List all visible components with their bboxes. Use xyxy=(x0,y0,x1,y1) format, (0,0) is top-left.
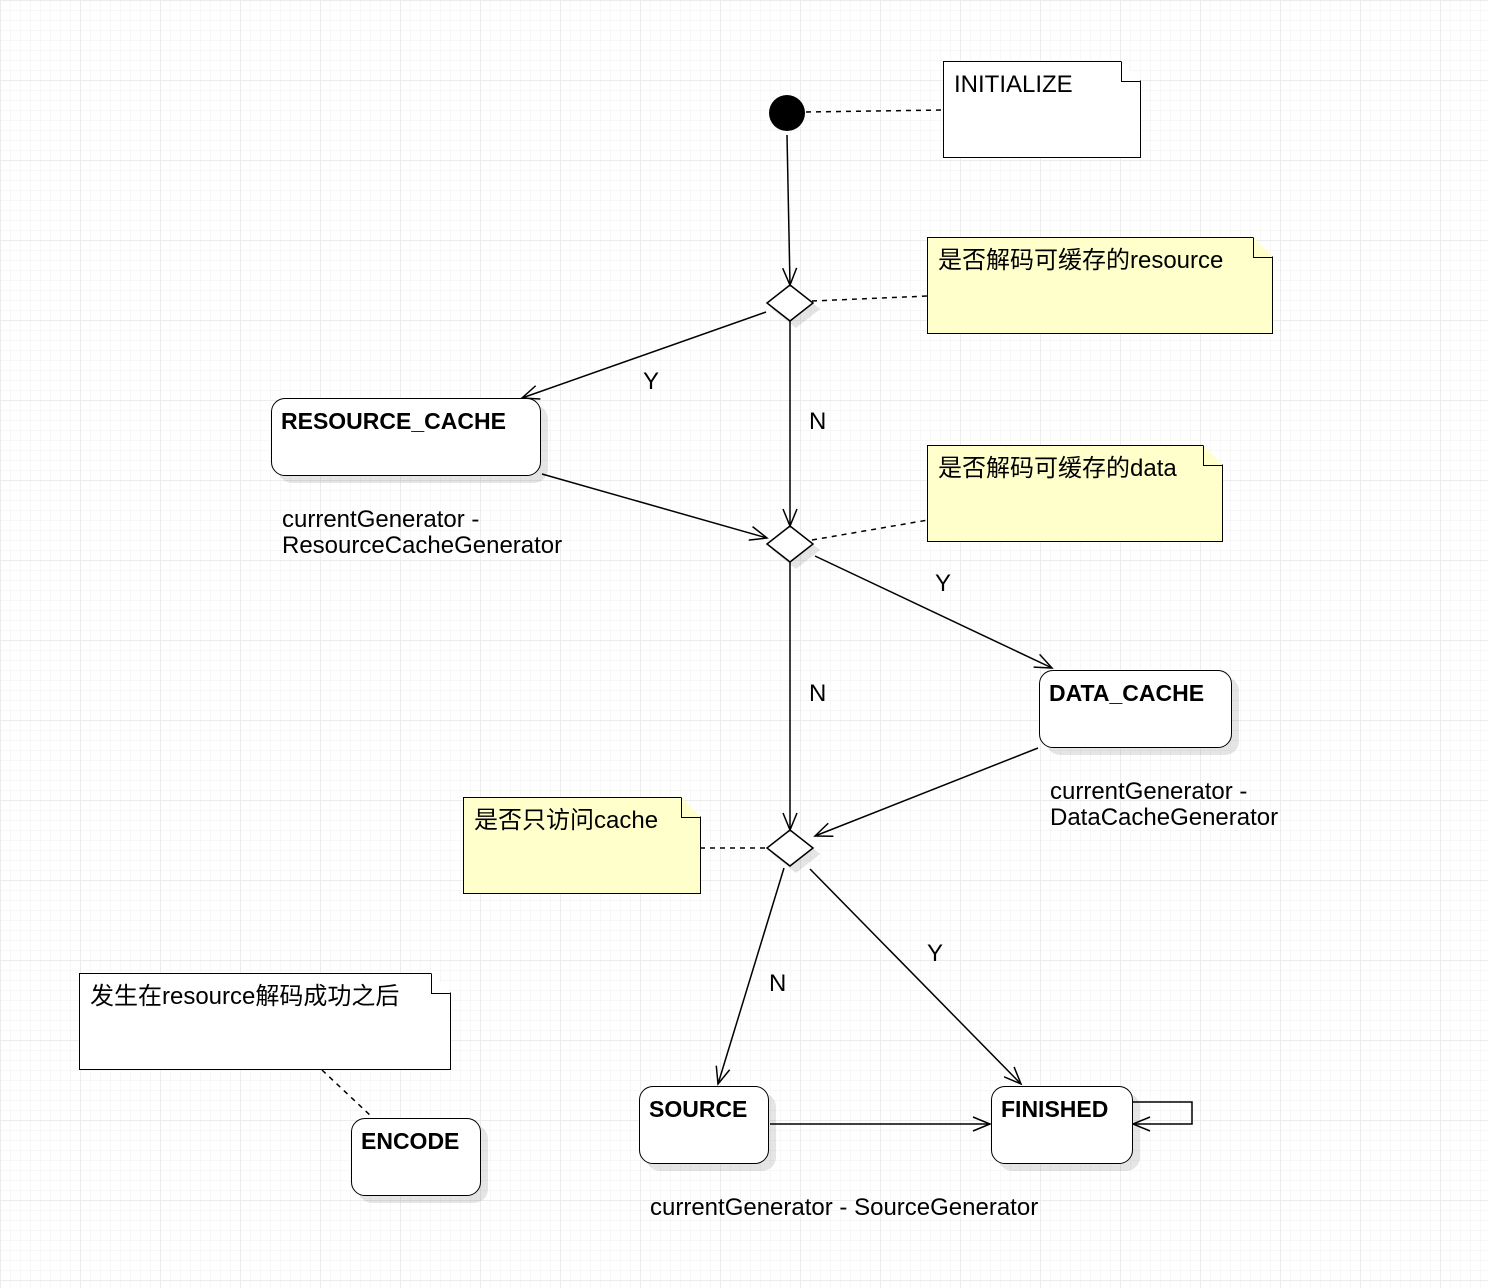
generator-resource-cache: currentGenerator - ResourceCacheGenerato… xyxy=(282,506,563,559)
decision-decode-data[interactable] xyxy=(765,525,815,563)
decision-decode-resource[interactable] xyxy=(765,284,815,322)
note-encode-after: 发生在resource解码成功之后 xyxy=(79,973,451,1070)
edge-resource-cache-to-d2 xyxy=(541,473,769,541)
edge-start-to-d1 xyxy=(781,134,798,287)
state-data-cache-label: DATA_CACHE xyxy=(1049,680,1205,706)
edge-label-d1-yes: Y xyxy=(643,368,660,395)
note-fold-icon xyxy=(1203,445,1224,466)
edge-label-d3-yes: Y xyxy=(927,940,944,967)
state-encode[interactable]: ENCODE xyxy=(351,1118,481,1196)
edge-d3-to-finished xyxy=(809,868,1023,1086)
note-decode-resource: 是否解码可缓存的resource xyxy=(927,237,1273,334)
state-finished[interactable]: FINISHED xyxy=(991,1086,1133,1164)
connector-encode-note xyxy=(321,1069,373,1118)
state-resource-cache-label: RESOURCE_CACHE xyxy=(281,408,506,434)
state-source-label: SOURCE xyxy=(649,1096,748,1122)
edge-finished-self-loop xyxy=(1131,1101,1193,1132)
note-only-cache-text: 是否只访问cache xyxy=(474,807,659,834)
edge-data-cache-to-d3 xyxy=(813,747,1039,838)
state-resource-cache[interactable]: RESOURCE_CACHE xyxy=(271,398,541,476)
connector-d1-note xyxy=(811,295,929,302)
edge-d2-to-data-cache xyxy=(814,555,1054,669)
edge-d3-to-source xyxy=(715,867,785,1086)
note-decode-resource-text: 是否解码可缓存的resource xyxy=(938,247,1224,274)
edge-label-d2-yes: Y xyxy=(935,570,952,597)
note-initialize: INITIALIZE xyxy=(943,61,1141,158)
edge-label-d1-no: N xyxy=(809,408,827,435)
note-decode-data-text: 是否解码可缓存的data xyxy=(938,455,1177,482)
note-fold-icon xyxy=(681,797,702,818)
note-encode-after-text: 发生在resource解码成功之后 xyxy=(90,983,400,1010)
state-source[interactable]: SOURCE xyxy=(639,1086,769,1164)
note-fold-icon xyxy=(1253,237,1274,258)
state-data-cache[interactable]: DATA_CACHE xyxy=(1039,670,1232,748)
note-fold-icon xyxy=(1121,61,1142,82)
connector-start-initialize xyxy=(805,109,945,113)
note-only-cache: 是否只访问cache xyxy=(463,797,701,894)
note-decode-data: 是否解码可缓存的data xyxy=(927,445,1223,542)
connector-d2-note xyxy=(811,519,929,541)
generator-source: currentGenerator - SourceGenerator xyxy=(650,1194,1039,1221)
decision-only-cache[interactable] xyxy=(765,829,815,867)
state-finished-label: FINISHED xyxy=(1001,1096,1109,1122)
generator-data-cache: currentGenerator - DataCacheGenerator xyxy=(1050,778,1279,831)
state-encode-label: ENCODE xyxy=(361,1128,460,1154)
edge-label-d2-no: N xyxy=(809,680,827,707)
note-fold-icon xyxy=(431,973,452,994)
edge-label-d3-no: N xyxy=(769,970,787,997)
note-initialize-text: INITIALIZE xyxy=(954,71,1073,98)
start-node[interactable] xyxy=(769,95,805,131)
edge-d1-to-resource-cache xyxy=(520,311,767,400)
